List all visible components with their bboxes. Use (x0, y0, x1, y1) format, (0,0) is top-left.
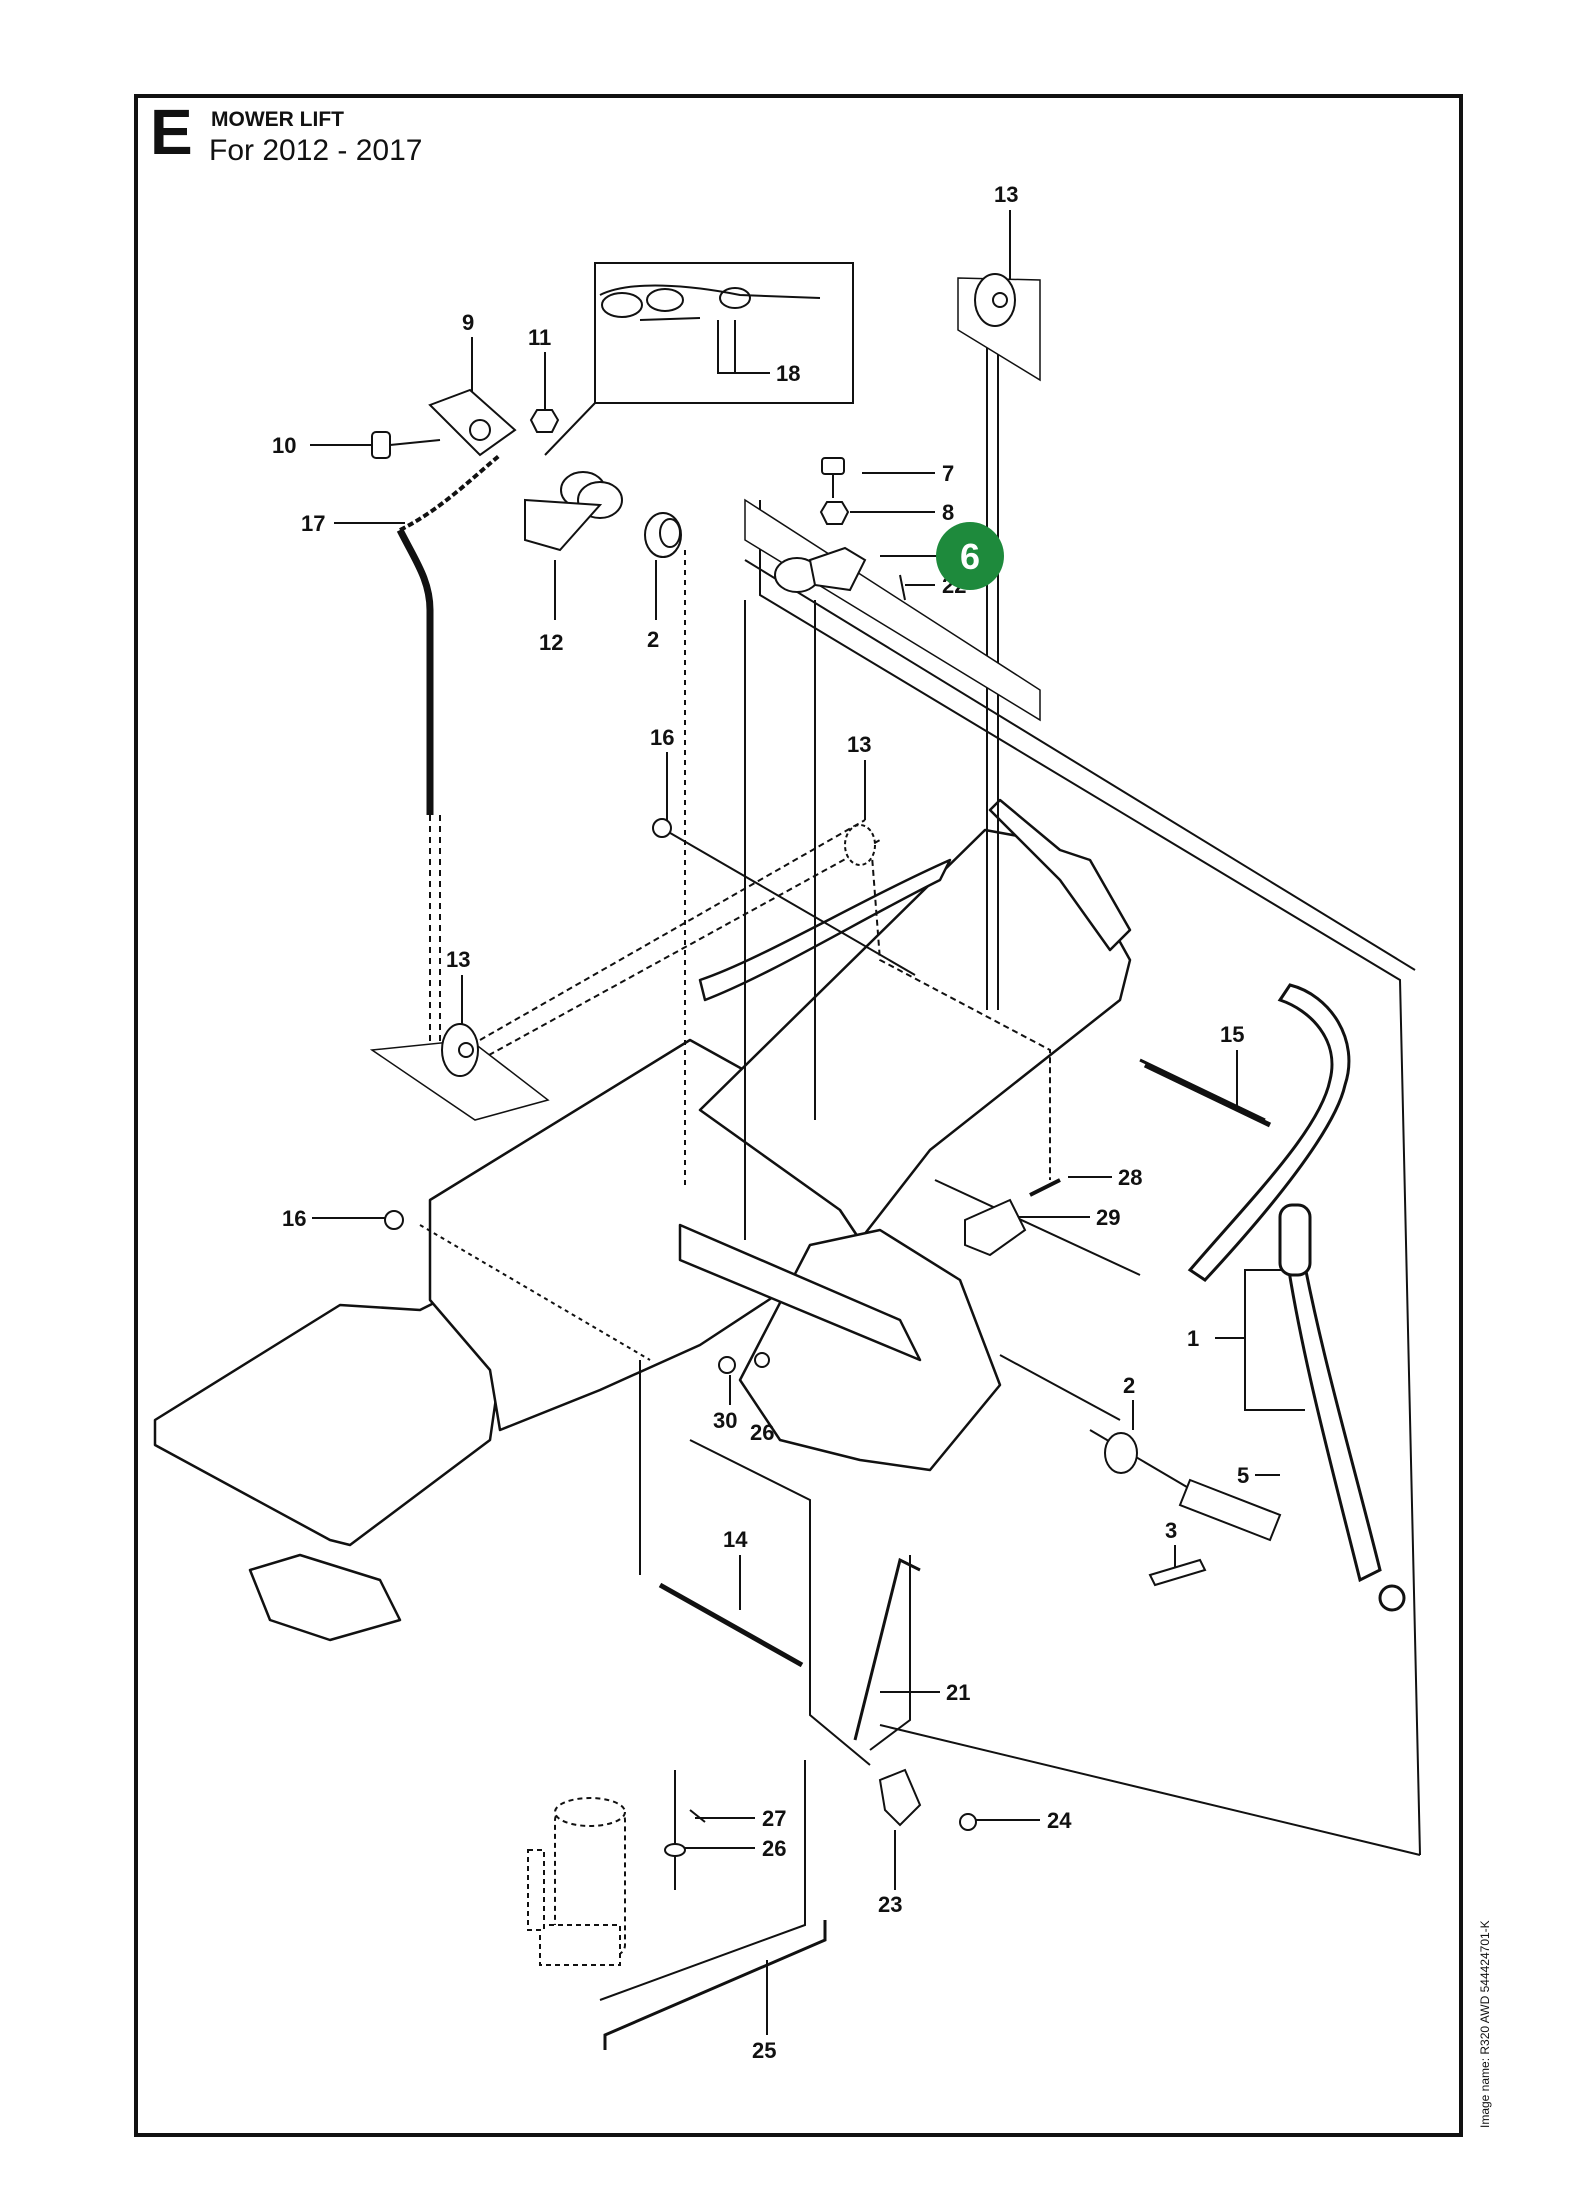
small-parts (371, 273, 1282, 2050)
callout-26-mid: 26 (750, 1420, 774, 1445)
highlight-badge-6[interactable]: 6 (936, 522, 1004, 590)
callout-25: 25 (752, 2038, 776, 2063)
diagram-subtitle: For 2012 - 2017 (209, 134, 423, 167)
callout-16-left: 16 (282, 1206, 306, 1231)
callout-9: 9 (462, 310, 474, 335)
callout-11: 11 (528, 325, 551, 350)
diagram-title: MOWER LIFT (211, 108, 344, 131)
callout-13-top: 13 (994, 182, 1018, 207)
callout-2-right: 2 (1123, 1373, 1135, 1398)
callout-24: 24 (1047, 1808, 1072, 1833)
callout-28: 28 (1118, 1165, 1142, 1190)
callout-3: 3 (1165, 1518, 1177, 1543)
lift-chain-cable (396, 453, 502, 1050)
callout-13-mid: 13 (847, 732, 871, 757)
highlight-label: 6 (960, 536, 980, 577)
callout-7: 7 (942, 461, 954, 486)
callout-10: 10 (272, 433, 296, 458)
callout-16-top: 16 (650, 725, 674, 750)
callout-14: 14 (723, 1527, 748, 1552)
callout-1: 1 (1187, 1326, 1199, 1351)
inset-detail-box (544, 262, 854, 456)
chassis-frame (153, 798, 1132, 1642)
section-letter: E (150, 96, 193, 168)
callout-18: 18 (776, 361, 800, 386)
callout-2-top: 2 (647, 627, 659, 652)
pulley-guide-lines (419, 320, 1421, 2001)
callout-30: 30 (713, 1408, 737, 1433)
callout-23: 23 (878, 1892, 902, 1917)
callout-12: 12 (539, 630, 563, 655)
callout-27: 27 (762, 1806, 786, 1831)
callout-26-lower: 26 (762, 1836, 786, 1861)
callout-15: 15 (1220, 1022, 1244, 1047)
callout-13-left: 13 (446, 947, 470, 972)
callout-8: 8 (942, 500, 954, 525)
callout-5: 5 (1237, 1463, 1249, 1488)
diagram-frame (134, 94, 1463, 2137)
callout-labels: 1 2 2 3 5 7 8 9 10 11 12 13 13 13 14 15 … (272, 182, 1249, 2063)
callout-29: 29 (1096, 1205, 1120, 1230)
leader-lines (310, 210, 1305, 2035)
callout-17: 17 (301, 511, 325, 536)
callout-21: 21 (946, 1680, 970, 1705)
lift-rod-assembly (1139, 983, 1406, 1612)
